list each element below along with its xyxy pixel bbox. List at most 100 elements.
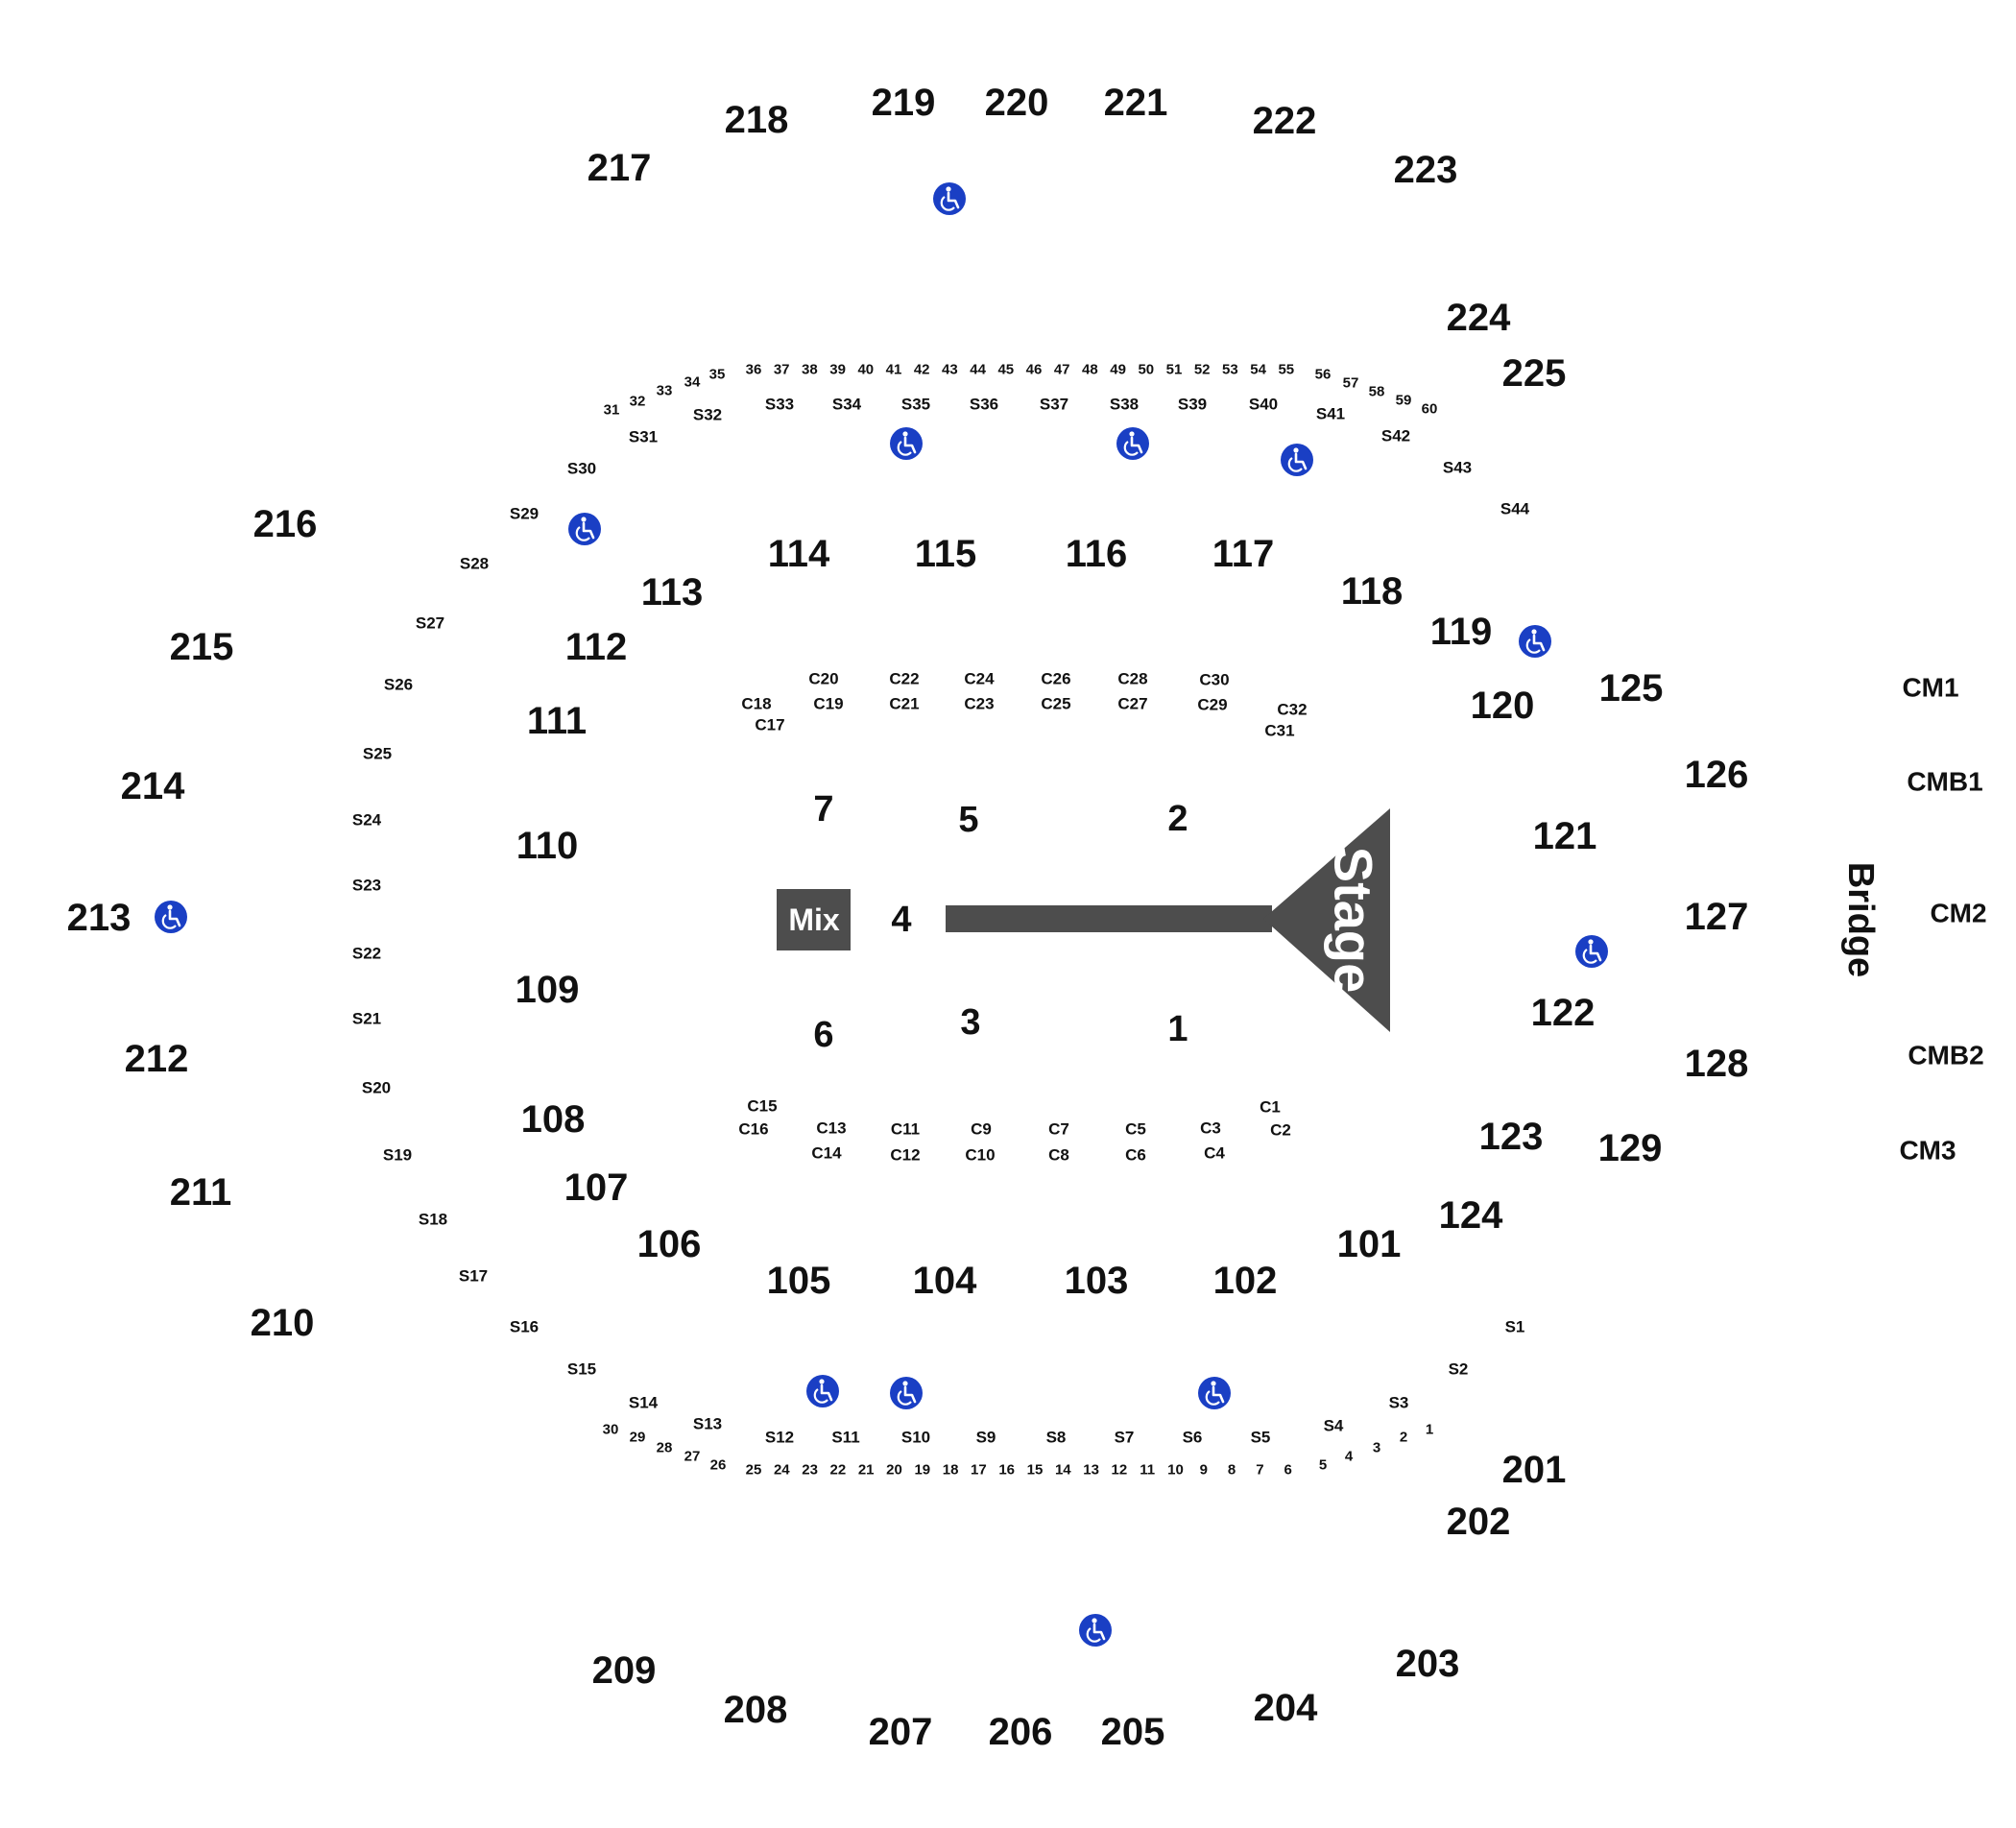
suite-row-number[interactable]: 53	[1222, 362, 1238, 378]
suite-row-number[interactable]: 9	[1200, 1462, 1208, 1479]
courtside-section-label[interactable]: C14	[811, 1144, 842, 1163]
suite-label[interactable]: S32	[693, 406, 722, 424]
courtside-section-label[interactable]: C13	[816, 1119, 846, 1138]
section-label[interactable]: 128	[1685, 1043, 1749, 1085]
suite-label[interactable]: S10	[901, 1429, 930, 1447]
courtside-section-label[interactable]: C31	[1264, 722, 1294, 740]
section-label[interactable]: 102	[1213, 1260, 1278, 1302]
section-label[interactable]: 206	[989, 1711, 1053, 1753]
club-section-label[interactable]: CM1	[1902, 673, 1958, 703]
suite-row-number[interactable]: 23	[802, 1462, 818, 1479]
suite-row-number[interactable]: 40	[857, 362, 874, 378]
suite-label[interactable]: S17	[459, 1267, 488, 1286]
suite-label[interactable]: S26	[384, 676, 413, 694]
suite-row-number[interactable]: 42	[914, 362, 930, 378]
suite-label[interactable]: S30	[567, 460, 596, 478]
suite-row-number[interactable]: 32	[630, 394, 646, 410]
suite-label[interactable]: S34	[832, 396, 862, 414]
suite-label[interactable]: S13	[693, 1415, 722, 1433]
section-label[interactable]: 124	[1439, 1194, 1503, 1237]
suite-label[interactable]: S28	[460, 555, 489, 573]
suite-label[interactable]: S37	[1040, 396, 1068, 414]
suite-label[interactable]: S29	[510, 505, 539, 523]
section-label[interactable]: 105	[767, 1260, 831, 1302]
suite-row-number[interactable]: 59	[1396, 393, 1412, 409]
section-label[interactable]: 118	[1341, 570, 1404, 613]
section-label[interactable]: 216	[253, 503, 318, 545]
floor-section-label[interactable]: 2	[1167, 799, 1188, 839]
suite-label[interactable]: S21	[352, 1010, 381, 1028]
floor-section-label[interactable]: 3	[960, 1002, 980, 1043]
section-label[interactable]: 126	[1685, 754, 1749, 796]
suite-row-number[interactable]: 45	[997, 362, 1014, 378]
courtside-section-label[interactable]: C3	[1200, 1119, 1221, 1138]
suite-label[interactable]: S18	[419, 1211, 447, 1229]
suite-row-number[interactable]: 46	[1026, 362, 1043, 378]
section-label[interactable]: 204	[1254, 1687, 1318, 1729]
courtside-section-label[interactable]: C7	[1048, 1120, 1069, 1139]
section-label[interactable]: 107	[564, 1167, 629, 1209]
suite-label[interactable]: S15	[567, 1360, 596, 1379]
suite-row-number[interactable]: 22	[830, 1462, 847, 1479]
suite-row-number[interactable]: 48	[1082, 362, 1098, 378]
courtside-section-label[interactable]: C22	[889, 670, 919, 688]
courtside-section-label[interactable]: C24	[964, 670, 995, 688]
suite-label[interactable]: S3	[1389, 1394, 1409, 1412]
courtside-section-label[interactable]: C25	[1041, 695, 1070, 713]
courtside-section-label[interactable]: C6	[1125, 1146, 1146, 1165]
suite-label[interactable]: S6	[1183, 1429, 1203, 1447]
suite-label[interactable]: S22	[352, 945, 381, 963]
suite-row-number[interactable]: 27	[684, 1449, 701, 1465]
section-label[interactable]: 116	[1066, 533, 1128, 575]
suite-row-number[interactable]: 54	[1250, 362, 1266, 378]
section-label[interactable]: 202	[1447, 1501, 1511, 1543]
courtside-section-label[interactable]: C8	[1048, 1146, 1069, 1165]
suite-row-number[interactable]: 3	[1373, 1440, 1380, 1456]
suite-row-number[interactable]: 19	[914, 1462, 930, 1479]
club-section-label[interactable]: CMB1	[1907, 767, 1982, 797]
suite-row-number[interactable]: 13	[1083, 1462, 1099, 1479]
section-label[interactable]: 208	[724, 1689, 788, 1731]
suite-label[interactable]: S8	[1046, 1429, 1067, 1447]
suite-row-number[interactable]: 30	[603, 1422, 619, 1438]
suite-label[interactable]: S40	[1249, 396, 1278, 414]
suite-row-number[interactable]: 60	[1422, 401, 1438, 418]
suite-row-number[interactable]: 25	[746, 1462, 762, 1479]
suite-row-number[interactable]: 26	[710, 1457, 727, 1474]
suite-label[interactable]: S23	[352, 877, 381, 895]
suite-label[interactable]: S39	[1178, 396, 1207, 414]
section-label[interactable]: 129	[1598, 1127, 1663, 1169]
courtside-section-label[interactable]: C27	[1117, 695, 1147, 713]
section-label[interactable]: 108	[521, 1098, 586, 1141]
suite-row-number[interactable]: 7	[1256, 1462, 1263, 1479]
section-label[interactable]: 110	[516, 825, 579, 867]
section-label[interactable]: 203	[1396, 1643, 1460, 1685]
suite-label[interactable]: S24	[352, 811, 382, 830]
courtside-section-label[interactable]: C26	[1041, 670, 1070, 688]
suite-row-number[interactable]: 12	[1112, 1462, 1128, 1479]
section-label[interactable]: 222	[1253, 100, 1317, 142]
floor-section-label[interactable]: 7	[813, 789, 833, 830]
courtside-section-label[interactable]: C23	[964, 695, 994, 713]
courtside-section-label[interactable]: C9	[971, 1120, 992, 1139]
courtside-section-label[interactable]: C5	[1125, 1120, 1146, 1139]
suite-row-number[interactable]: 20	[886, 1462, 902, 1479]
suite-label[interactable]: S1	[1505, 1318, 1525, 1336]
suite-row-number[interactable]: 57	[1343, 375, 1359, 392]
courtside-section-label[interactable]: C2	[1270, 1121, 1291, 1140]
courtside-section-label[interactable]: C15	[747, 1097, 777, 1116]
courtside-section-label[interactable]: C18	[741, 695, 771, 713]
section-label[interactable]: 125	[1599, 667, 1664, 710]
courtside-section-label[interactable]: C17	[755, 716, 784, 734]
suite-row-number[interactable]: 49	[1110, 362, 1126, 378]
courtside-section-label[interactable]: C21	[889, 695, 919, 713]
floor-section-label[interactable]: 6	[813, 1015, 833, 1055]
section-label[interactable]: 223	[1394, 149, 1458, 191]
suite-label[interactable]: S44	[1500, 500, 1530, 518]
section-label[interactable]: 101	[1337, 1223, 1402, 1265]
suite-row-number[interactable]: 33	[657, 383, 673, 399]
section-label[interactable]: 122	[1531, 992, 1596, 1034]
suite-row-number[interactable]: 35	[709, 367, 726, 383]
suite-row-number[interactable]: 50	[1138, 362, 1154, 378]
section-label[interactable]: 224	[1447, 297, 1511, 339]
